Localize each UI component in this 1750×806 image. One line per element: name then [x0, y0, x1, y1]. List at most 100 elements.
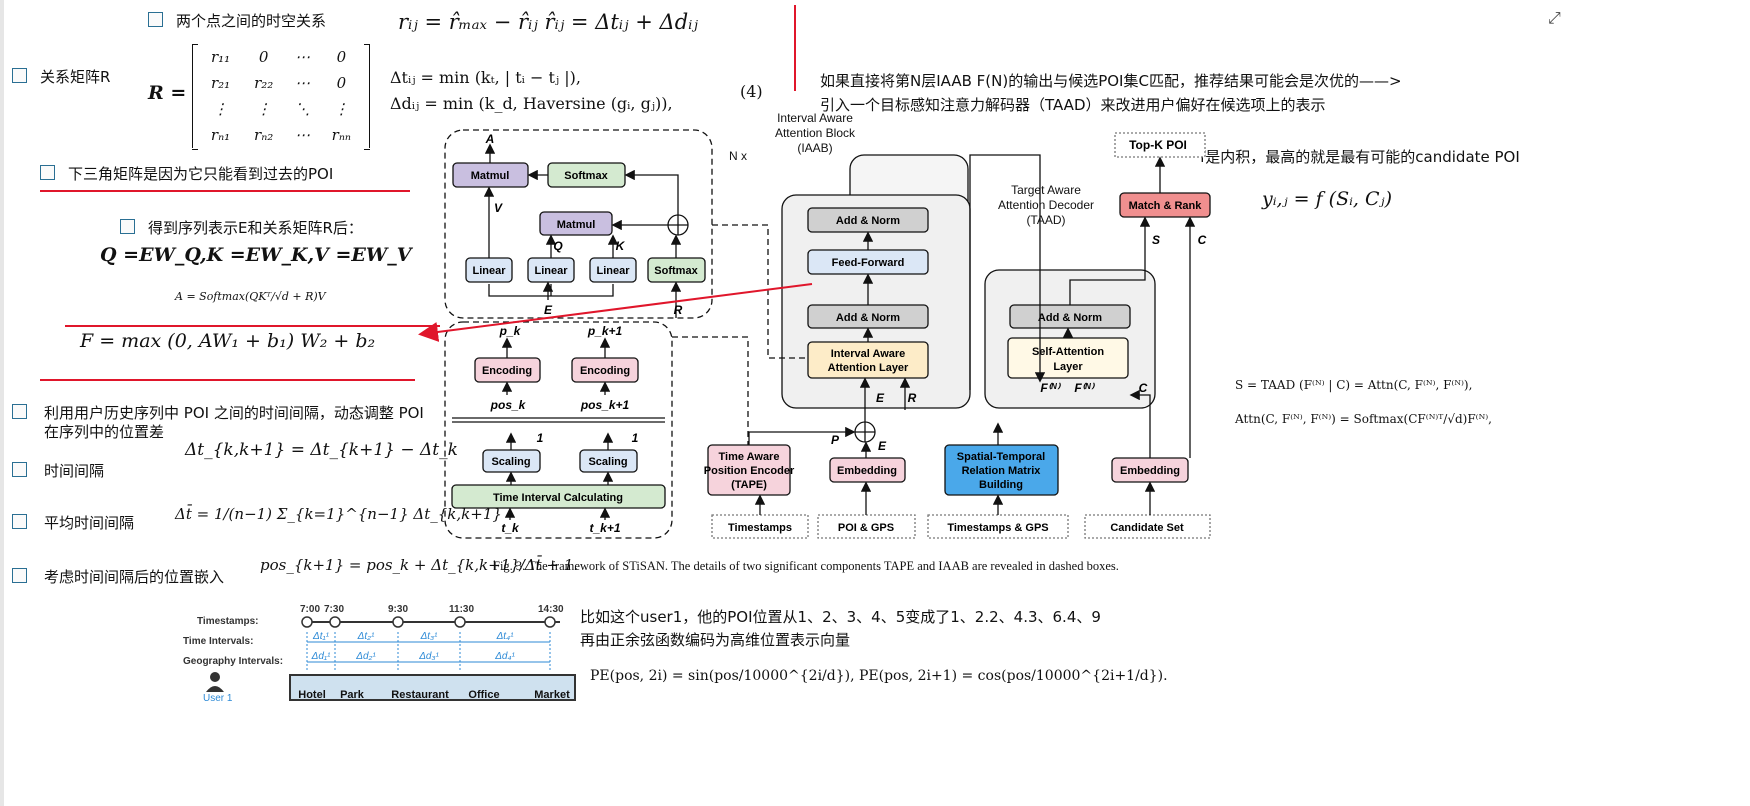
time-label: 7:30 [324, 604, 344, 615]
label-one: 1 [632, 431, 639, 445]
iaab-detail-box [444, 129, 713, 319]
matrix-cell: r₂₁ [210, 74, 231, 92]
formula-R-label: R = [148, 82, 187, 104]
dd-label: Δd₁¹ [311, 651, 331, 662]
iaab-title-line: (IAAB) [797, 141, 832, 155]
embedding-label: Embedding [1120, 465, 1180, 477]
place-label: Restaurant [391, 689, 449, 701]
note-example-line1: 比如这个user1，他的POI位置从1、2、3、4、5变成了1、2.2、4.3、… [580, 608, 1101, 626]
add-norm-label: Add & Norm [1038, 312, 1102, 324]
dd-label: Δd₄¹ [494, 651, 515, 662]
checkbox-lower-triangular[interactable] [40, 165, 55, 180]
softmax-top-label: Softmax [564, 170, 608, 182]
formula-delta-tk: Δt_{k,k+1} = Δt_{k+1} − Δt_k [185, 440, 458, 460]
checkbox-interval[interactable] [12, 404, 27, 419]
matrix-cell: ⋯ [294, 74, 310, 92]
timestamp-marker [329, 616, 341, 628]
taad-title-line: (TAAD) [1026, 213, 1065, 227]
time-label: 11:30 [449, 604, 474, 615]
ial-label: Attention Layer [828, 362, 909, 374]
matrix-cell: 0 [336, 74, 347, 92]
matrix-cell: rₙₙ [331, 126, 352, 144]
input-label: Timestamps & GPS [947, 522, 1048, 534]
label-P: P [831, 433, 840, 447]
time-label: 7:00 [300, 604, 320, 615]
places-strip [289, 674, 576, 701]
matrix-cell: ⋱ [294, 100, 310, 118]
equation-number: (4) [740, 82, 763, 101]
note-spatiotemporal: 两个点之间的时空关系 [176, 12, 327, 30]
red-underline [40, 190, 410, 192]
input-label: Timestamps [728, 522, 792, 534]
topk-label: Top-K POI [1129, 138, 1187, 152]
dt-label: Δt₃¹ [420, 631, 438, 642]
ial-label: Interval Aware [831, 348, 906, 360]
dt-label: Δt₂¹ [357, 631, 375, 642]
formula-qkv: Q =EW_Q,K =EW_K,V =EW_V [100, 244, 412, 266]
note-interval-line2: 在序列中的位置差 [44, 423, 165, 441]
embedding-label: Embedding [837, 465, 897, 477]
timestamp-marker [392, 616, 404, 628]
strm-label: Building [979, 479, 1023, 491]
place-label: Hotel [298, 689, 326, 701]
scaling-label: Scaling [588, 456, 627, 468]
checkbox-time-interval[interactable] [12, 462, 27, 477]
formula-rij: rᵢⱼ = r̂ₘₐₓ − r̂ᵢⱼ r̂ᵢⱼ = Δtᵢⱼ + Δdᵢⱼ [398, 10, 698, 34]
note-inner-product: f是内积，最高的就是最有可能的candidate POI [1200, 148, 1520, 166]
timestamp-marker [544, 616, 556, 628]
note-time-interval: 时间间隔 [44, 462, 105, 480]
topk-box [1114, 132, 1206, 158]
formula-delta-t: Δtᵢⱼ = min (kₜ, | tᵢ − tⱼ |), [390, 68, 581, 87]
label-E: E [544, 303, 553, 317]
label-p-k: p_k [499, 324, 522, 338]
checkbox-after-seq[interactable] [120, 219, 135, 234]
iaab-title-line: Attention Block [775, 126, 856, 140]
matrix-cell: r₂₂ [254, 74, 274, 92]
tape-label: (TAPE) [731, 479, 767, 491]
note-taad-line2: 引入一个目标感知注意力解码器（TAAD）来改进用户偏好在候选项上的表示 [820, 96, 1326, 114]
input-candidate-set [1084, 514, 1211, 539]
checkbox-avg-interval[interactable] [12, 514, 27, 529]
scaling-label: Scaling [491, 456, 530, 468]
note-interval-line1: 利用用户历史序列中 POI 之间的时间间隔，动态调整 POI [44, 404, 424, 422]
left-margin-bar [0, 0, 4, 806]
matrix-cell: ⋯ [294, 48, 310, 66]
label-R: R [908, 391, 917, 405]
formula-avg-t: Δt̄ = 1/(n−1) Σ_{k=1}^{n−1} Δt_{k,k+1} [175, 505, 502, 523]
checkbox-spatiotemporal[interactable] [148, 12, 163, 27]
timestamp-marker [454, 616, 466, 628]
formula-yij: yᵢ,ⱼ = f (Sᵢ, Cⱼ) [1262, 188, 1392, 210]
match-rank-label: Match & Rank [1129, 200, 1203, 212]
formula-attn-taad: Attn(C, F⁽ᴺ⁾, F⁽ᴺ⁾) = Softmax(CF⁽ᴺ⁾ᵀ/√d)… [1235, 412, 1492, 426]
dt-label: Δt₄¹ [496, 631, 514, 642]
red-underline [65, 325, 440, 327]
label-E: E [876, 391, 885, 405]
tape-detail-box [444, 321, 673, 539]
label-p-k1: p_k+1 [587, 324, 623, 338]
matrix-cell: ⋯ [294, 126, 310, 144]
tape-label: Time Aware [719, 451, 780, 463]
matmul-mid-label: Matmul [557, 219, 596, 231]
matrix-cell: 0 [336, 48, 347, 66]
time-interval-calculating-label: Time Interval Calculating [493, 492, 623, 504]
place-label: Park [340, 689, 365, 701]
expand-icon[interactable]: ⤢ [1548, 8, 1561, 27]
matrix-cell: 0 [258, 48, 269, 66]
tape-label: Position Encoder [704, 465, 795, 477]
matmul-top-label: Matmul [471, 170, 510, 182]
checkbox-relation-matrix[interactable] [12, 68, 27, 83]
label-pos-k1: pos_k+1 [580, 398, 630, 412]
linear-label: Linear [534, 265, 568, 277]
input-label: POI & GPS [838, 522, 894, 534]
figure-caption: Fig. 3. The framework of STiSAN. The det… [493, 559, 1119, 573]
feed-forward-label: Feed-Forward [832, 257, 905, 269]
checkbox-pos-embed[interactable] [12, 568, 27, 583]
strm-label: Spatial-Temporal [957, 451, 1045, 463]
note-example-line2: 再由正余弦函数编码为高维位置表示向量 [580, 631, 851, 649]
row-label: Timestamps: [197, 616, 259, 627]
note-taad-line1: 如果直接将第N层IAAB F(N)的输出与候选POI集C匹配，推荐结果可能会是次… [820, 72, 1402, 90]
iaab-title-line: Interval Aware [777, 111, 853, 125]
strm-label: Relation Matrix [962, 465, 1042, 477]
